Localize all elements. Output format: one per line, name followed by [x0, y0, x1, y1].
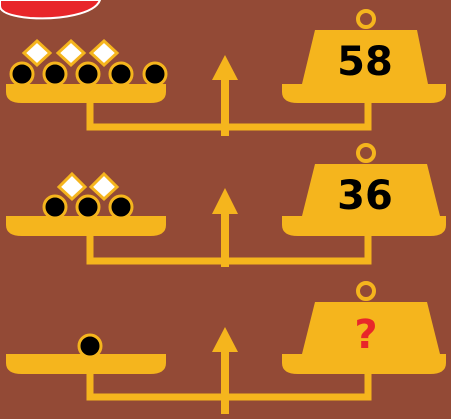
weight-block: ?	[302, 283, 440, 358]
circle-token	[144, 63, 166, 85]
diamond	[24, 41, 50, 65]
weight-ring	[358, 283, 374, 299]
weight-ring	[358, 145, 374, 161]
circle-token	[110, 63, 132, 85]
center-arrow	[212, 327, 238, 414]
weight-label: 36	[337, 173, 393, 219]
circle-row	[11, 63, 166, 85]
left-pan	[6, 84, 166, 103]
right-pan	[282, 84, 446, 103]
circle-token	[77, 196, 99, 218]
circle-token	[11, 63, 33, 85]
scale-2: 36	[6, 145, 446, 267]
corner-badge	[0, 0, 100, 18]
diamond	[91, 41, 117, 65]
weight-label: 58	[337, 39, 393, 85]
diamond-row	[24, 41, 117, 65]
circle-token	[44, 63, 66, 85]
question-mark: ?	[354, 312, 377, 358]
circle-token	[44, 196, 66, 218]
scale-3: ?	[6, 283, 446, 414]
circle-token	[77, 63, 99, 85]
diamond	[59, 174, 85, 199]
weight-block: 58	[302, 11, 428, 85]
circle-token	[110, 196, 132, 218]
weight-ring	[358, 11, 374, 27]
scale-1: 58	[6, 11, 446, 136]
diamond	[91, 174, 117, 199]
diamond	[58, 41, 84, 65]
circle-token	[79, 335, 101, 357]
center-arrow	[212, 188, 238, 267]
weight-block: 36	[302, 145, 440, 219]
circle-row	[44, 196, 132, 218]
circle-row	[79, 335, 101, 357]
right-pan	[282, 216, 446, 236]
